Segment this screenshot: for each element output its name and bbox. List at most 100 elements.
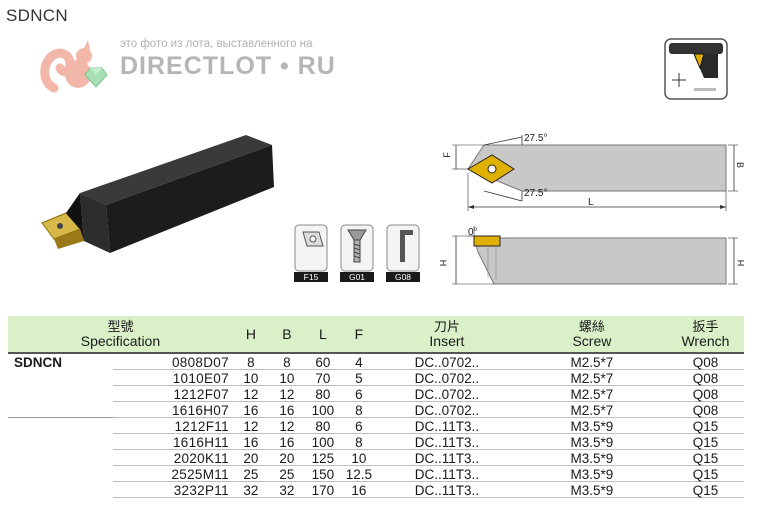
cell-h: 10 [232, 369, 269, 386]
cell-h: 20 [232, 449, 269, 466]
table-row: 1616H07 16 16 100 8 DC..0702.. M2.5*7 Q0… [8, 401, 744, 418]
header-h: H [232, 316, 269, 353]
accessory-code-g01: G01 [340, 272, 374, 282]
cell-wrench: Q15 [666, 433, 744, 450]
cell-insert: DC..11T3.. [376, 433, 517, 450]
cell-h: 16 [232, 401, 269, 418]
angle-top-label: 27.5° [524, 133, 548, 144]
page-title: SDNCN [6, 6, 68, 25]
cell-f: 10 [340, 449, 377, 466]
cell-l: 100 [304, 401, 341, 418]
cell-model: 0808D07 [113, 352, 233, 370]
cell-screw: M2.5*7 [516, 385, 667, 402]
cell-screw: M3.5*9 [516, 481, 667, 498]
cell-f: 12.5 [340, 465, 377, 482]
angle-bottom-label: 27.5° [524, 188, 548, 199]
cell-b: 20 [268, 449, 305, 466]
cell-wrench: Q15 [666, 465, 744, 482]
accessory-code-g08: G08 [386, 272, 420, 282]
cell-b: 12 [268, 385, 305, 402]
cell-model: 2525M11 [113, 465, 233, 482]
cell-insert: DC..11T3.. [376, 417, 517, 434]
cell-b: 16 [268, 433, 305, 450]
header-f: F [340, 316, 377, 353]
cell-l: 80 [304, 385, 341, 402]
header-b: B [268, 316, 305, 353]
cell-b: 32 [268, 481, 305, 498]
table-row: 1010E07 10 10 70 5 DC..0702.. M2.5*7 Q08 [8, 369, 744, 386]
cell-wrench: Q08 [666, 369, 744, 386]
cell-model: 1616H07 [113, 401, 233, 418]
cell-screw: M2.5*7 [516, 401, 667, 418]
cell-wrench: Q15 [666, 481, 744, 498]
table-row: SDNCN 0808D07 8 8 60 4 DC..0702.. M2.5*7… [8, 352, 744, 370]
cell-wrench: Q08 [666, 352, 744, 370]
angle-side-label: 0° [468, 227, 478, 238]
accessory-screw [340, 224, 374, 277]
drawing-top-view [438, 125, 748, 220]
cell-screw: M3.5*9 [516, 465, 667, 482]
cell-insert: DC..11T3.. [376, 481, 517, 498]
cell-insert: DC..0702.. [376, 352, 517, 370]
dim-b-label: B [735, 161, 746, 169]
cell-l: 150 [304, 465, 341, 482]
cell-insert: DC..0702.. [376, 385, 517, 402]
dim-f-label: F [441, 152, 452, 158]
cell-insert: DC..11T3.. [376, 465, 517, 482]
dim-l-label: L [588, 197, 594, 208]
cell-model: 1212F07 [113, 385, 233, 402]
cell-b: 10 [268, 369, 305, 386]
cell-model: 1616H11 [113, 433, 233, 450]
cell-h: 25 [232, 465, 269, 482]
cell-l: 80 [304, 417, 341, 434]
table-row: 1212F07 12 12 80 6 DC..0702.. M2.5*7 Q08 [8, 385, 744, 402]
table-row: 2525M11 25 25 150 12.5 DC..11T3.. M3.5*9… [8, 465, 744, 482]
cell-model: 1212F11 [113, 417, 233, 434]
cell-screw: M3.5*9 [516, 449, 667, 466]
table-row: 2020K11 20 20 125 10 DC..11T3.. M3.5*9 Q… [8, 449, 744, 466]
cell-f: 5 [340, 369, 377, 386]
cell-f: 4 [340, 352, 377, 370]
cell-f: 16 [340, 481, 377, 498]
dim-h-left-label: H [438, 259, 449, 267]
cell-b: 8 [268, 352, 305, 370]
cell-insert: DC..11T3.. [376, 449, 517, 466]
cell-l: 70 [304, 369, 341, 386]
cell-b: 16 [268, 401, 305, 418]
cell-wrench: Q15 [666, 449, 744, 466]
cell-model: 1010E07 [113, 369, 233, 386]
cell-h: 12 [232, 417, 269, 434]
toolholder-application-icon [664, 38, 728, 100]
cell-wrench: Q08 [666, 385, 744, 402]
cell-l: 170 [304, 481, 341, 498]
cell-f: 8 [340, 433, 377, 450]
cell-l: 100 [304, 433, 341, 450]
dim-h-right-label: H [735, 259, 746, 267]
cell-screw: M3.5*9 [516, 417, 667, 434]
cell-b: 25 [268, 465, 305, 482]
cell-f: 8 [340, 401, 377, 418]
cell-b: 12 [268, 417, 305, 434]
toolholder-photo [40, 135, 280, 270]
cell-wrench: Q08 [666, 401, 744, 418]
watermark-brand: DIRECTLOT • RU [120, 52, 336, 80]
cell-screw: M2.5*7 [516, 352, 667, 370]
cell-h: 32 [232, 481, 269, 498]
cell-screw: M2.5*7 [516, 369, 667, 386]
accessory-wrench [386, 224, 420, 277]
cell-insert: DC..0702.. [376, 401, 517, 418]
cell-l: 60 [304, 352, 341, 370]
cell-f: 6 [340, 385, 377, 402]
drawing-side-view [438, 222, 748, 297]
series-label: SDNCN [8, 352, 114, 370]
cell-f: 6 [340, 417, 377, 434]
cell-h: 16 [232, 433, 269, 450]
cell-model: 3232P11 [113, 481, 233, 498]
squirrel-logo-icon [40, 38, 112, 99]
